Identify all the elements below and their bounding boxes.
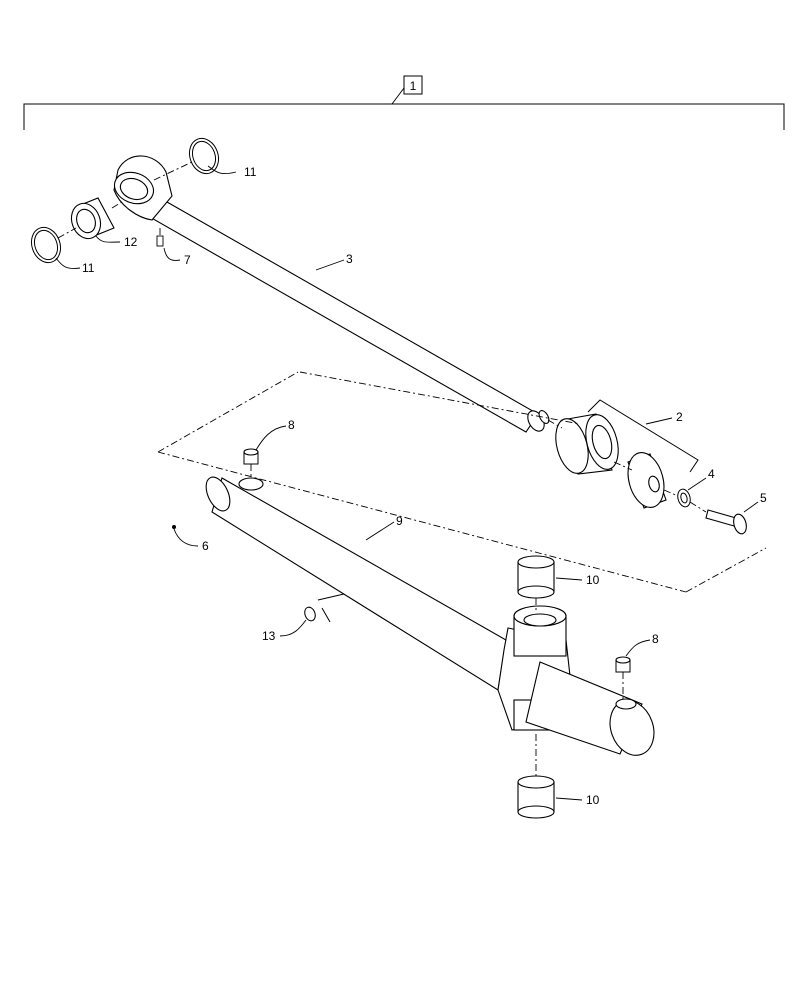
callout-3: 3: [346, 252, 353, 266]
o-ring: [304, 593, 345, 623]
callout-10-bottom: 10: [586, 793, 600, 807]
callout-11-left: 11: [82, 261, 95, 275]
callout-5: 5: [760, 491, 767, 505]
callout-4: 4: [708, 467, 715, 481]
callout-1: 1: [410, 79, 417, 93]
piston-seal-ring: [555, 413, 619, 475]
piston-head: [627, 452, 667, 509]
bolt: [705, 509, 747, 535]
cylinder-barrel: [205, 448, 655, 756]
callout-12: 12: [124, 235, 138, 249]
callout-8-top: 8: [288, 418, 295, 432]
snap-ring-left: [30, 226, 62, 264]
callout-10-top: 10: [586, 573, 600, 587]
callout-8-bottom: 8: [652, 632, 659, 646]
callout-13: 13: [262, 629, 276, 643]
seal-washer: [677, 488, 691, 508]
bushing-bottom: [517, 775, 555, 819]
bushing-top: [517, 555, 555, 599]
callout-2: 2: [676, 410, 683, 424]
assembly-bracket: 1: [23, 75, 785, 130]
callout-9: 9: [396, 514, 403, 528]
bearing: [70, 197, 115, 240]
callout-11-right: 11: [244, 165, 257, 179]
snap-ring-right: [188, 137, 220, 175]
piston-rod: [113, 155, 550, 433]
callout-7: 7: [184, 253, 191, 267]
callout-6: 6: [202, 539, 209, 553]
